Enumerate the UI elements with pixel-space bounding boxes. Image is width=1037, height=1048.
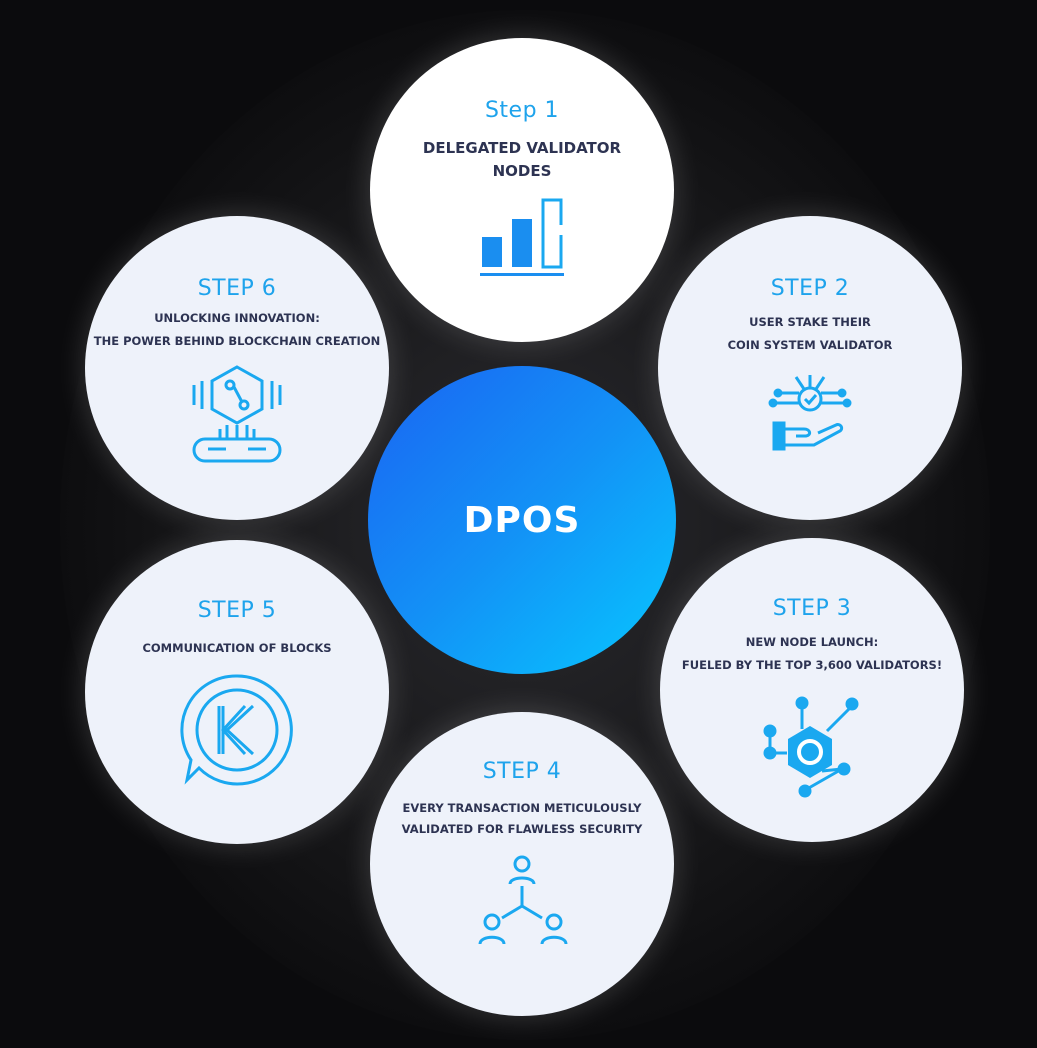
step-4-circle: STEP 4 EVERY TRANSACTION METICULOUSLY VA… — [370, 712, 674, 1016]
step-description-line: THE POWER BEHIND BLOCKCHAIN CREATION — [93, 334, 381, 348]
step-1-circle: Step 1 DELEGATED VALIDATOR NODES — [370, 38, 674, 342]
step-title: STEP 2 — [770, 276, 850, 301]
step-6-circle: STEP 6 UNLOCKING INNOVATION: THE POWER B… — [85, 216, 389, 520]
k-chat-icon — [180, 674, 293, 786]
step-description-line: VALIDATED FOR FLAWLESS SECURITY — [401, 822, 643, 836]
step-description-line: COMMUNICATION OF BLOCKS — [142, 641, 332, 655]
step-description: EVERY TRANSACTION METICULOUSLY VALIDATED… — [402, 798, 643, 840]
step-description: USER STAKE THEIR COIN SYSTEM VALIDATOR — [728, 311, 893, 357]
step-description: UNLOCKING INNOVATION: THE POWER BEHIND B… — [94, 307, 380, 353]
step-2-circle: STEP 2 USER STAKE THEIR COIN SYSTEM VALI… — [658, 216, 962, 520]
step-description-line: COIN SYSTEM VALIDATOR — [727, 338, 893, 352]
blockchain-chip-icon — [192, 365, 282, 463]
step-description-line: USER STAKE THEIR — [749, 315, 871, 329]
step-title: STEP 5 — [197, 598, 277, 623]
bar-chart-icon — [480, 198, 564, 276]
step-title: STEP 3 — [772, 596, 852, 621]
step-3-circle: STEP 3 NEW NODE LAUNCH: FUELED BY THE TO… — [660, 538, 964, 842]
step-title: STEP 4 — [482, 759, 562, 784]
step-description-line: NEW NODE LAUNCH: — [745, 635, 879, 649]
step-title: STEP 6 — [197, 276, 277, 301]
hand-network-icon — [768, 375, 852, 451]
dpos-label: DPOS — [463, 499, 581, 541]
step-description: DELEGATED VALIDATOR NODES — [423, 137, 621, 183]
step-description-line: FUELED BY THE TOP 3,600 VALIDATORS! — [681, 658, 943, 672]
step-description-line: EVERY TRANSACTION METICULOUSLY — [402, 801, 642, 815]
step-description: NEW NODE LAUNCH: FUELED BY THE TOP 3,600… — [682, 631, 942, 677]
step-description-line: NODES — [492, 162, 552, 180]
step-5-circle: STEP 5 COMMUNICATION OF BLOCKS — [85, 540, 389, 844]
dpos-center-circle: DPOS — [368, 366, 676, 674]
step-description: COMMUNICATION OF BLOCKS — [142, 637, 331, 660]
user-network-icon — [478, 855, 568, 945]
step-description-line: DELEGATED VALIDATOR — [422, 139, 622, 157]
hexagon-node-icon — [763, 696, 859, 798]
step-description-line: UNLOCKING INNOVATION: — [154, 311, 320, 325]
step-title: Step 1 — [484, 98, 560, 123]
